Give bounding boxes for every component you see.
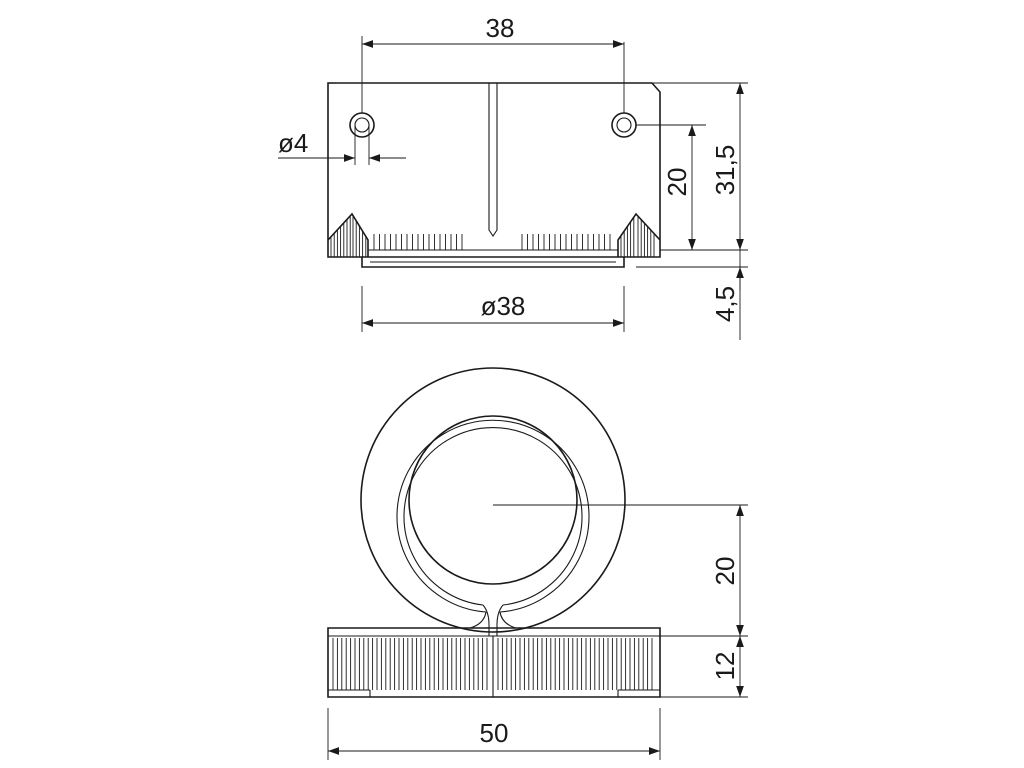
dim-total-height-label: 31,5 [710, 145, 740, 196]
front-base-plate [361, 257, 625, 268]
dim-base-height-label: 4,5 [710, 286, 740, 322]
dim-hole-diameter-label: ø4 [278, 128, 308, 158]
side-view [327, 367, 748, 698]
foot-outline [327, 627, 661, 698]
left-mounting-hole [349, 112, 375, 138]
left-notch [327, 212, 369, 257]
dim-total-height: 31,5 [710, 83, 744, 250]
front-knurl-hatching [330, 215, 655, 257]
front-view [327, 82, 661, 268]
front-body-outline [327, 82, 661, 258]
outer-ring [360, 367, 626, 633]
foot-knurl-hatching [332, 638, 653, 690]
dim-overall-width-label: 50 [480, 718, 509, 748]
dim-base-height: 4,5 [710, 250, 744, 340]
dim-hole-height-label: 20 [662, 168, 692, 197]
right-mounting-hole [611, 112, 637, 138]
bore [408, 415, 578, 585]
dim-foot-height: 12 [710, 636, 744, 697]
dim-base-diameter: ø38 [361, 286, 625, 332]
dim-overall-width: 50 [327, 708, 661, 760]
dim-base-diameter-label: ø38 [481, 291, 526, 321]
dim-hole-height: 20 [662, 125, 696, 250]
center-slot [488, 83, 498, 237]
clip-stem [482, 604, 504, 636]
inner-clip-ring [396, 419, 590, 613]
dim-top-width: 38 [361, 13, 625, 113]
dim-top-width-label: 38 [486, 13, 515, 43]
dim-hole-diameter: ø4 [278, 125, 406, 165]
dim-ring-center-height-label: 20 [710, 557, 740, 586]
dim-ring-center-height: 20 [710, 505, 744, 636]
dim-foot-height-label: 12 [710, 652, 740, 681]
